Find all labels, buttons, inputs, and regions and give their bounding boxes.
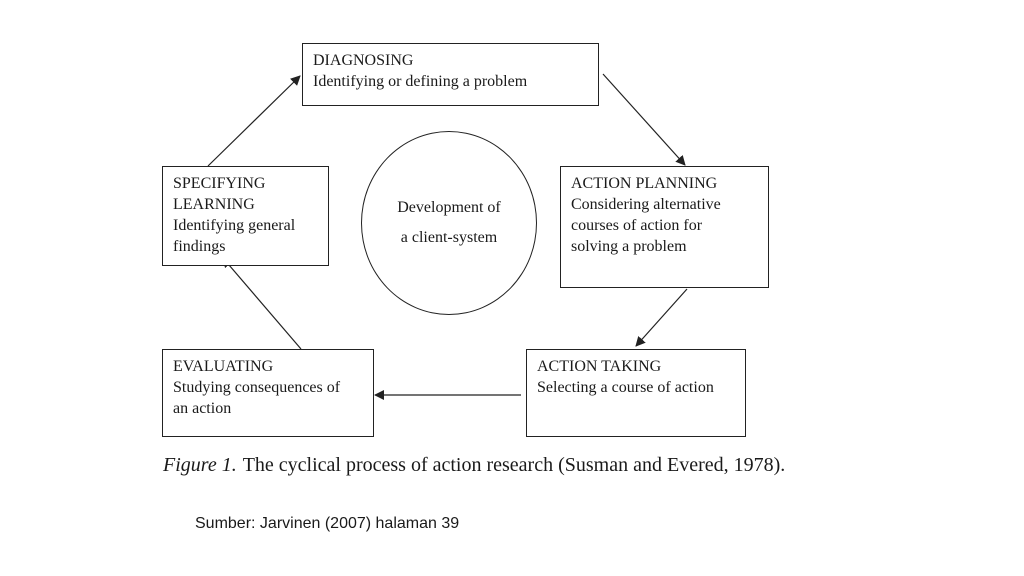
evaluating-description-line: Studying consequences of — [173, 379, 341, 396]
action-planning-description-line: solving a problem — [571, 238, 687, 255]
arrow-specifying-to-diagnosing — [207, 75, 301, 167]
box-diagnosing: DIAGNOSING Identifying or defining a pro… — [302, 43, 599, 106]
arrow-diagnosing-to-planning — [602, 73, 686, 166]
client-system-circle: Development of a client-system — [361, 131, 537, 315]
box-evaluating: EVALUATING Studying consequences of an a… — [162, 349, 374, 437]
diagnosing-title: DIAGNOSING — [313, 52, 414, 69]
box-specifying-learning: SPECIFYING LEARNING Identifying general … — [162, 166, 329, 266]
figure-caption: Figure 1.The cyclical process of action … — [163, 454, 785, 477]
specifying-learning-description-line: findings — [173, 238, 226, 255]
figure-caption-text: The cyclical process of action research … — [242, 454, 786, 476]
evaluating-title: EVALUATING — [173, 358, 274, 375]
circle-text-line: a client-system — [400, 229, 498, 246]
action-planning-title: ACTION PLANNING — [571, 175, 718, 192]
figure-label: Figure 1. — [163, 454, 237, 476]
circle-text-line: Development of — [397, 199, 501, 216]
action-planning-description-line: courses of action for — [571, 217, 703, 234]
action-taking-description: Selecting a course of action — [537, 379, 714, 396]
box-action-taking: ACTION TAKING Selecting a course of acti… — [526, 349, 746, 437]
action-planning-description-line: Considering alternative — [571, 196, 721, 213]
diagnosing-description: Identifying or defining a problem — [313, 73, 528, 90]
specifying-learning-title-line: SPECIFYING — [173, 175, 266, 192]
specifying-learning-title-line: LEARNING — [173, 196, 255, 213]
source-note: Sumber: Jarvinen (2007) halaman 39 — [195, 515, 460, 532]
arrow-evaluating-to-specifying — [222, 257, 302, 350]
action-taking-title: ACTION TAKING — [537, 358, 662, 375]
evaluating-description-line: an action — [173, 400, 232, 417]
box-action-planning: ACTION PLANNING Considering alternative … — [560, 166, 769, 288]
arrow-planning-to-taking — [635, 288, 688, 347]
specifying-learning-description-line: Identifying general — [173, 217, 296, 234]
